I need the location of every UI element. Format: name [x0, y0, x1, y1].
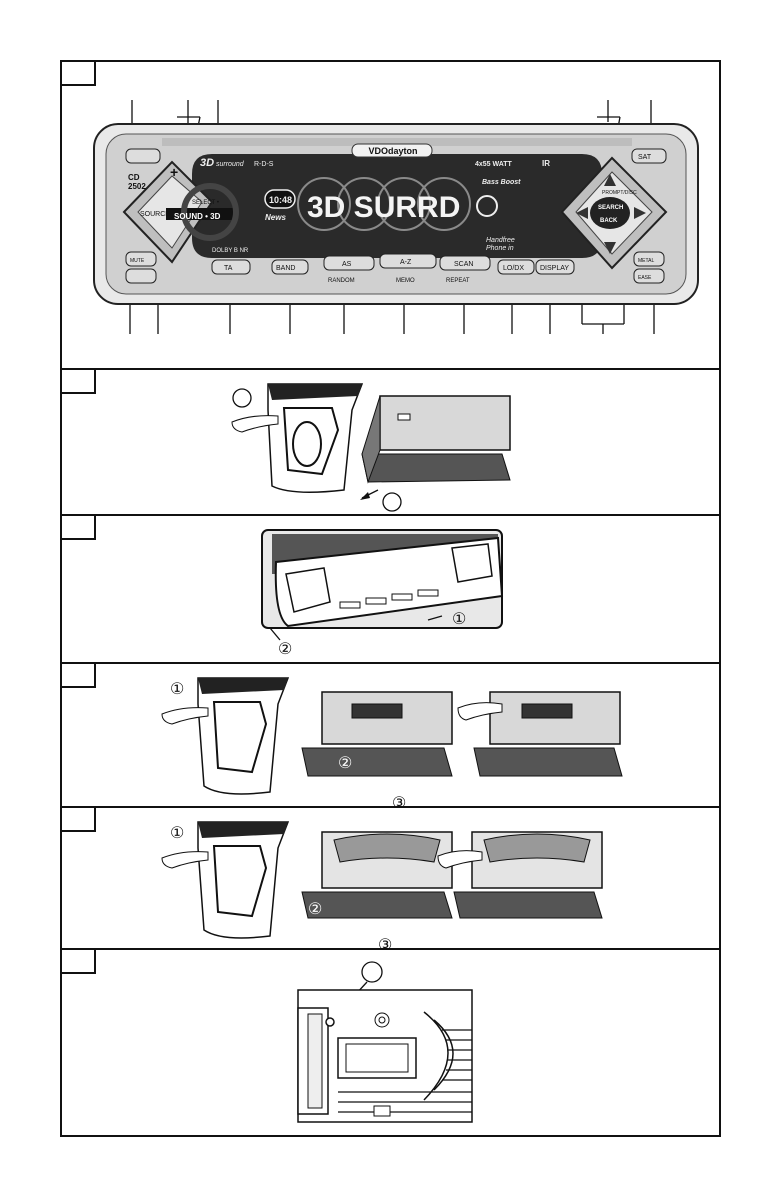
step-number-1-b: ① — [170, 681, 184, 698]
step-number-3-c: ③ — [378, 937, 392, 950]
rds-text: R-D-S — [254, 161, 274, 168]
attach-panel-drawing: ① ② — [62, 516, 719, 664]
display-time: 10:48 — [269, 195, 292, 205]
power-text: 4x55 WATT — [475, 161, 513, 168]
manual-figure-frame: VDOdayton 3D surround R-D-S 4x55 WATT IR… — [60, 60, 721, 1137]
step-number-2-c: ② — [308, 901, 322, 918]
step-number-1-c: ① — [170, 825, 184, 842]
display-main-text: 3D SURRD — [307, 191, 460, 224]
random-label: RANDOM — [328, 278, 355, 284]
surround-text: surround — [216, 161, 245, 168]
figure-6-chassis-detail — [62, 950, 719, 1135]
search-line1: SEARCH — [598, 205, 623, 211]
band-button-label[interactable]: BAND — [276, 265, 295, 272]
step-number-2-b: ② — [338, 755, 352, 772]
source-label: SOURCE — [140, 211, 170, 218]
figure-1-front-panel: VDOdayton 3D surround R-D-S 4x55 WATT IR… — [62, 62, 719, 370]
figure-2-release-panel — [62, 370, 719, 516]
step-number-3-b: ③ — [392, 795, 406, 808]
handsfree-line1: Handfree — [486, 237, 515, 244]
select-label: SELECT • — [192, 200, 219, 206]
step-number-2: ② — [278, 641, 292, 658]
brand-logo: VDOdayton — [368, 146, 417, 156]
ir-text: IR — [542, 159, 550, 168]
radio-faceplate-drawing: VDOdayton 3D surround R-D-S 4x55 WATT IR… — [62, 62, 719, 370]
mute-label: MUTE — [130, 258, 145, 264]
insert-disc-drawing: ① ② ③ — [62, 808, 719, 950]
callout-circle — [362, 962, 382, 982]
eject-button-label[interactable]: EASE — [638, 275, 652, 281]
surround-logo: 3D — [200, 157, 214, 169]
as-button-label[interactable]: AS — [342, 261, 352, 268]
model-line2: 2502 — [128, 182, 146, 191]
ta-button-label[interactable]: TA — [224, 265, 233, 272]
search-line2: BACK — [600, 218, 618, 224]
step-number-1: ① — [452, 611, 466, 628]
display-button-label[interactable]: DISPLAY — [540, 265, 569, 272]
step-circle-b — [383, 493, 401, 511]
model-line1: CD — [128, 173, 140, 182]
sat-button-label[interactable]: SAT — [638, 154, 652, 161]
dolby-label: DOLBY B NR — [212, 248, 249, 254]
prompt-disc-label: PROMPT/DISC — [602, 190, 637, 196]
metal-label: METAL — [638, 258, 655, 264]
figure-5-insert-disc: ① ② ③ — [62, 808, 719, 950]
scan-button-label[interactable]: SCAN — [454, 261, 473, 268]
memo-label: MEMO — [396, 278, 415, 284]
repeat-label: REPEAT — [446, 278, 470, 284]
chassis-detail-drawing — [62, 950, 719, 1135]
figure-3-attach-panel: ① ② — [62, 516, 719, 664]
display-news: News — [265, 213, 286, 222]
sound-3d-label: SOUND • 3D — [174, 212, 221, 221]
handsfree-line2: Phone in — [486, 245, 514, 252]
az-button-label[interactable]: A-Z — [400, 259, 412, 266]
bass-boost-label: Bass Boost — [482, 179, 521, 186]
step-circle-a — [233, 389, 251, 407]
release-panel-drawing — [62, 370, 719, 516]
figure-4-insert-card: ① ② ③ — [62, 664, 719, 808]
lodx-button-label[interactable]: LO/DX — [503, 265, 524, 272]
insert-card-drawing: ① ② ③ — [62, 664, 719, 808]
volume-plus-label: + — [170, 164, 178, 180]
